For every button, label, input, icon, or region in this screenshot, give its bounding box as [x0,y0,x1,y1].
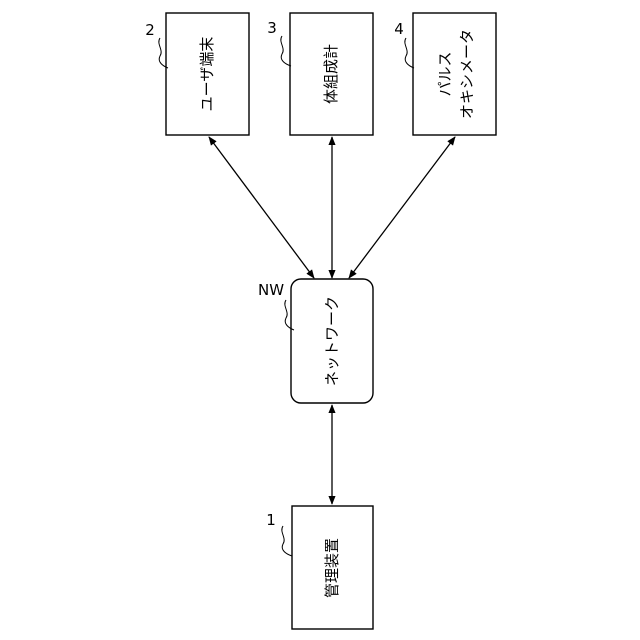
network-ref: NW [258,281,284,299]
pulse-oximeter-node: パルス オキシメータ 4 [394,13,496,135]
pulse-oximeter-box [413,13,496,135]
arrow-pulse-oximeter-network [349,137,455,278]
management-device-node: 管理装置 1 [266,506,373,629]
management-device-label: 管理装置 [323,538,341,598]
body-composition-meter-ref: 3 [267,19,277,37]
network-node: ネットワーク NW [258,279,373,403]
management-device-leader [282,526,292,556]
pulse-oximeter-ref: 4 [394,20,404,38]
pulse-oximeter-label-line2: オキシメータ [458,29,476,119]
user-terminal-label: ユーザ端末 [198,37,216,112]
body-composition-meter-label: 体組成計 [322,44,340,104]
user-terminal-node: ユーザ端末 2 [145,13,249,135]
management-device-ref: 1 [266,511,276,529]
body-composition-meter-node: 体組成計 3 [267,13,373,135]
arrow-user-terminal-network [209,137,314,278]
user-terminal-ref: 2 [145,21,155,39]
pulse-oximeter-label-line1: パルス [436,51,454,96]
network-label: ネットワーク [323,296,341,386]
